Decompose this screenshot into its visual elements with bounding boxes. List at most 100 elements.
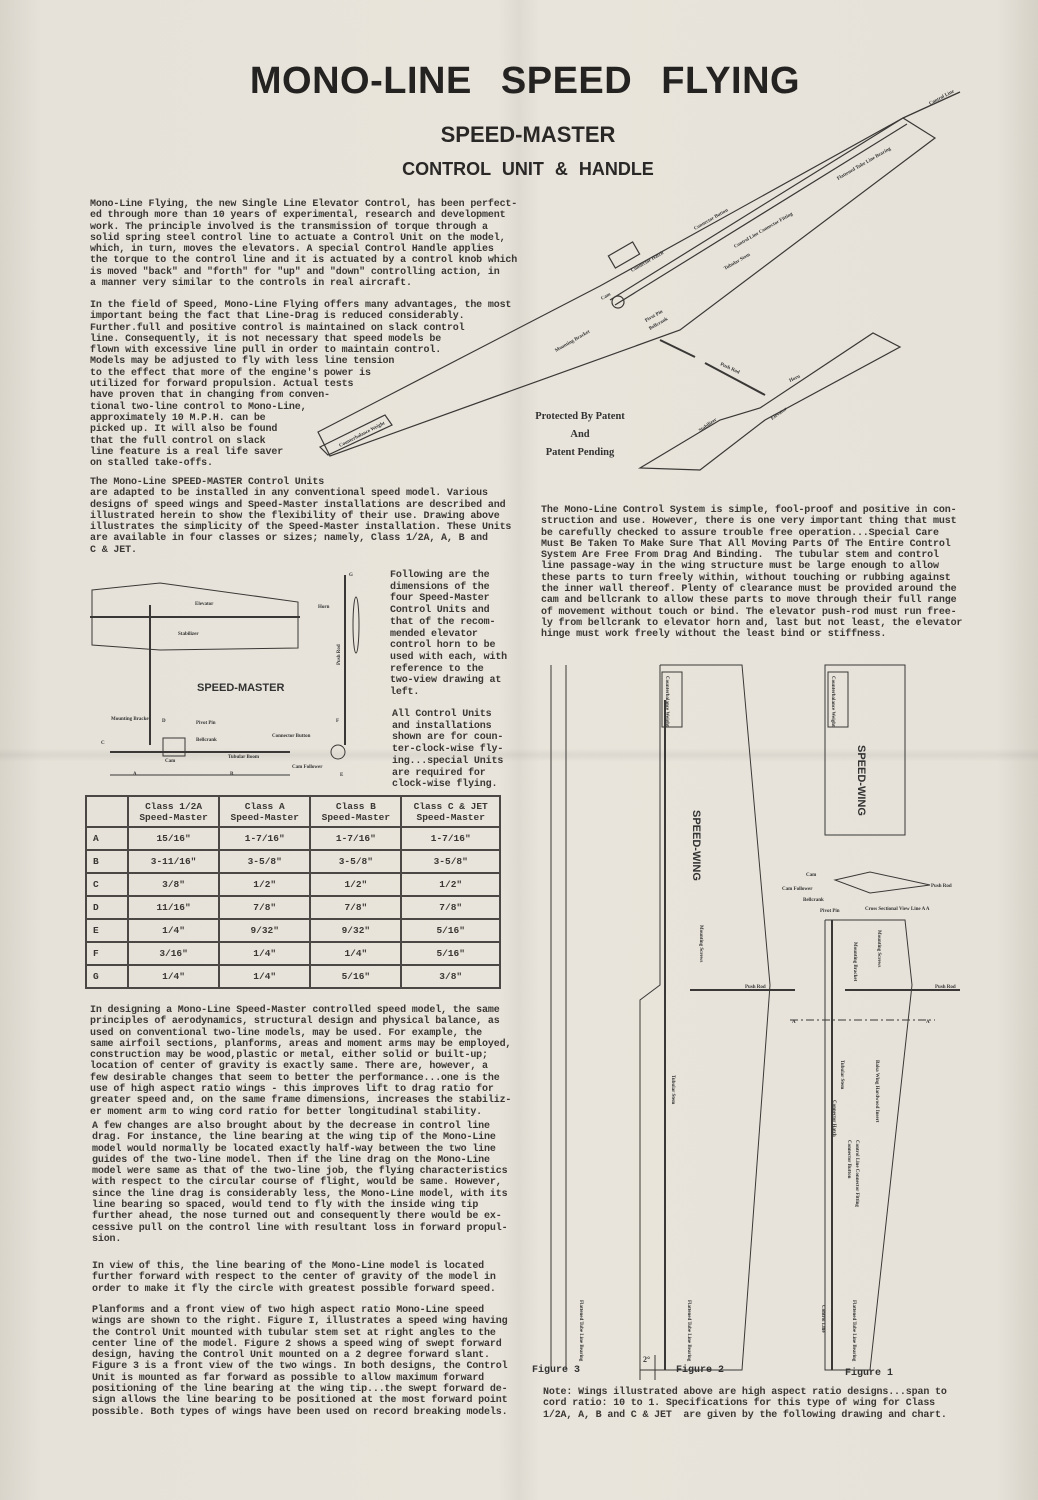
speed-paragraph: In the field of Speed, Mono-Line Flying …	[90, 300, 512, 470]
stabilizer-outline	[91, 582, 299, 651]
row-label: B	[85, 849, 129, 874]
table-cell: 1/2"	[218, 872, 312, 897]
table-cell: 3-5/8"	[218, 849, 312, 874]
label-cam: Cam	[806, 873, 817, 878]
planforms-paragraph: Planforms and a front view of two high a…	[92, 1305, 508, 1418]
units-paragraph: The Mono-Line SPEED-MASTER Control Units…	[90, 477, 512, 556]
figure-1-caption: Figure 1	[845, 1367, 893, 1379]
control-line	[902, 91, 961, 119]
table-cell: 3/8"	[400, 964, 501, 989]
label-tubular-stem-fig2: Tubular Stem	[670, 1075, 675, 1105]
label-counterbalance-fig2: Counterbalance Weight	[664, 676, 669, 727]
label-mounting-bracket: Mounting Bracket	[852, 942, 857, 982]
label-pivot-pin: Pivot Pin	[820, 909, 840, 914]
patent-notice: Protected By Patent And Patent Pending	[500, 408, 660, 462]
label-line-bearing-fig2: Flattened Tube Line Bearing	[686, 1300, 691, 1362]
view-paragraph: In view of this, the line bearing of the…	[92, 1261, 496, 1295]
table-cell: 1-7/16"	[309, 826, 403, 851]
counterbalance-box	[318, 414, 393, 456]
dim-f: F	[336, 719, 339, 724]
label-bellcrank: Bellcrank	[196, 738, 217, 743]
dimensions-table: Class 1/2A Speed-Master Class A Speed-Ma…	[85, 795, 501, 989]
label-tubular-boom: Tubular Boom	[228, 755, 260, 760]
table-cell: 11/16"	[126, 895, 221, 920]
table-cell: 1-7/16"	[218, 826, 312, 851]
table-cell: 5/16"	[400, 941, 501, 966]
table-cell: 1/4"	[126, 918, 221, 943]
label-mounting-bracket: Mounting Bracket	[555, 330, 592, 354]
label-line-bearing: Flattened Tube Line Bearing	[851, 1300, 856, 1362]
label-a-right: A	[926, 1020, 930, 1025]
table-cell: 1/2"	[400, 872, 501, 897]
table-cell: 3-11/16"	[126, 849, 221, 874]
dim-d: D	[162, 719, 166, 724]
label-line-bearing-fig3: Flattened Tube Line Bearing	[578, 1300, 583, 1362]
label-cam-follower: Cam Follower	[782, 887, 813, 892]
wing-figures	[550, 664, 960, 1380]
label-connector-hatch: Connector Hatch	[831, 1100, 836, 1137]
label-stabilizer: Stabilizer	[178, 632, 199, 637]
label-balsa-insert: Balsa Wing Hardwood Insert	[874, 1060, 879, 1123]
fig1-top-panel	[824, 664, 906, 836]
table-cell: 3-5/8"	[309, 849, 403, 874]
top-isometric-drawing	[317, 91, 961, 471]
bellcrank-box	[162, 737, 186, 757]
speedmaster-labels: Elevator Stabilizer Horn Push Rod SPEED-…	[101, 573, 353, 778]
ccw-paragraph: All Control Units and installations show…	[392, 709, 504, 791]
label-elevator: Elevator	[770, 407, 789, 422]
label-push-rod-fig1: Push Rod	[935, 985, 956, 990]
label-speed-wing-fig1: SPEED-WING	[855, 745, 867, 816]
row-label: F	[85, 941, 129, 966]
table-cell: 1/2"	[309, 872, 403, 897]
row-label: E	[85, 918, 129, 943]
label-connector-hatch: Connector Hatch	[631, 251, 665, 274]
patent-line2: And	[570, 429, 590, 440]
table-cell: 3-5/8"	[400, 849, 501, 874]
table-cell: 3/8"	[126, 872, 221, 897]
table-cell: 3/16"	[126, 941, 221, 966]
label-cross-section: Cross Sectional View Line A A	[865, 907, 930, 912]
dim-g: G	[349, 573, 353, 578]
label-cam: Cam	[601, 292, 613, 302]
label-cam: Cam	[165, 759, 176, 764]
label-connector-button: Connector Button	[846, 1140, 851, 1179]
speedmaster-drawing-title: SPEED-MASTER	[197, 682, 284, 694]
header-class-c-jet: Class C & JET Speed-Master	[400, 795, 501, 828]
row-label: A	[85, 826, 129, 851]
label-pivot-pin: Pivot Pin	[196, 721, 216, 726]
label-mounting-screws: Mounting Screws	[876, 930, 881, 967]
subtitle: SPEED-MASTER	[440, 122, 616, 147]
table-cell: 7/8"	[309, 895, 403, 920]
push-rod	[704, 362, 766, 396]
cam-shape	[611, 295, 625, 309]
label-bellcrank: Bellcrank	[803, 898, 824, 903]
label-a-left: A	[792, 1020, 796, 1025]
dim-c: C	[101, 741, 105, 746]
label-elevator: Elevator	[195, 602, 214, 607]
header-class-b: Class B Speed-Master	[309, 795, 403, 828]
push-rod	[659, 339, 696, 358]
tubular-stem-line	[609, 117, 904, 301]
table-cell: 1/4"	[218, 941, 312, 966]
tubular-stem-line	[614, 123, 908, 306]
figure-2-caption: Figure 2	[676, 1364, 724, 1376]
fig1-wing-outline	[824, 919, 913, 1371]
cross-section-airfoil	[833, 871, 931, 894]
table-cell: 1/4"	[309, 941, 403, 966]
row-label: C	[85, 872, 129, 897]
table-cell: 5/16"	[309, 964, 403, 989]
table-cell: 1-7/16"	[400, 826, 501, 851]
table-cell: 5/16"	[400, 918, 501, 943]
label-cam-follower: Cam Follower	[292, 765, 323, 770]
table-cell: 1/4"	[218, 964, 312, 989]
header-blank	[85, 795, 129, 828]
intro-paragraph: Mono-Line Flying, the new Single Line El…	[90, 199, 518, 290]
following-paragraph: Following are the dimensions of the four…	[390, 570, 508, 699]
